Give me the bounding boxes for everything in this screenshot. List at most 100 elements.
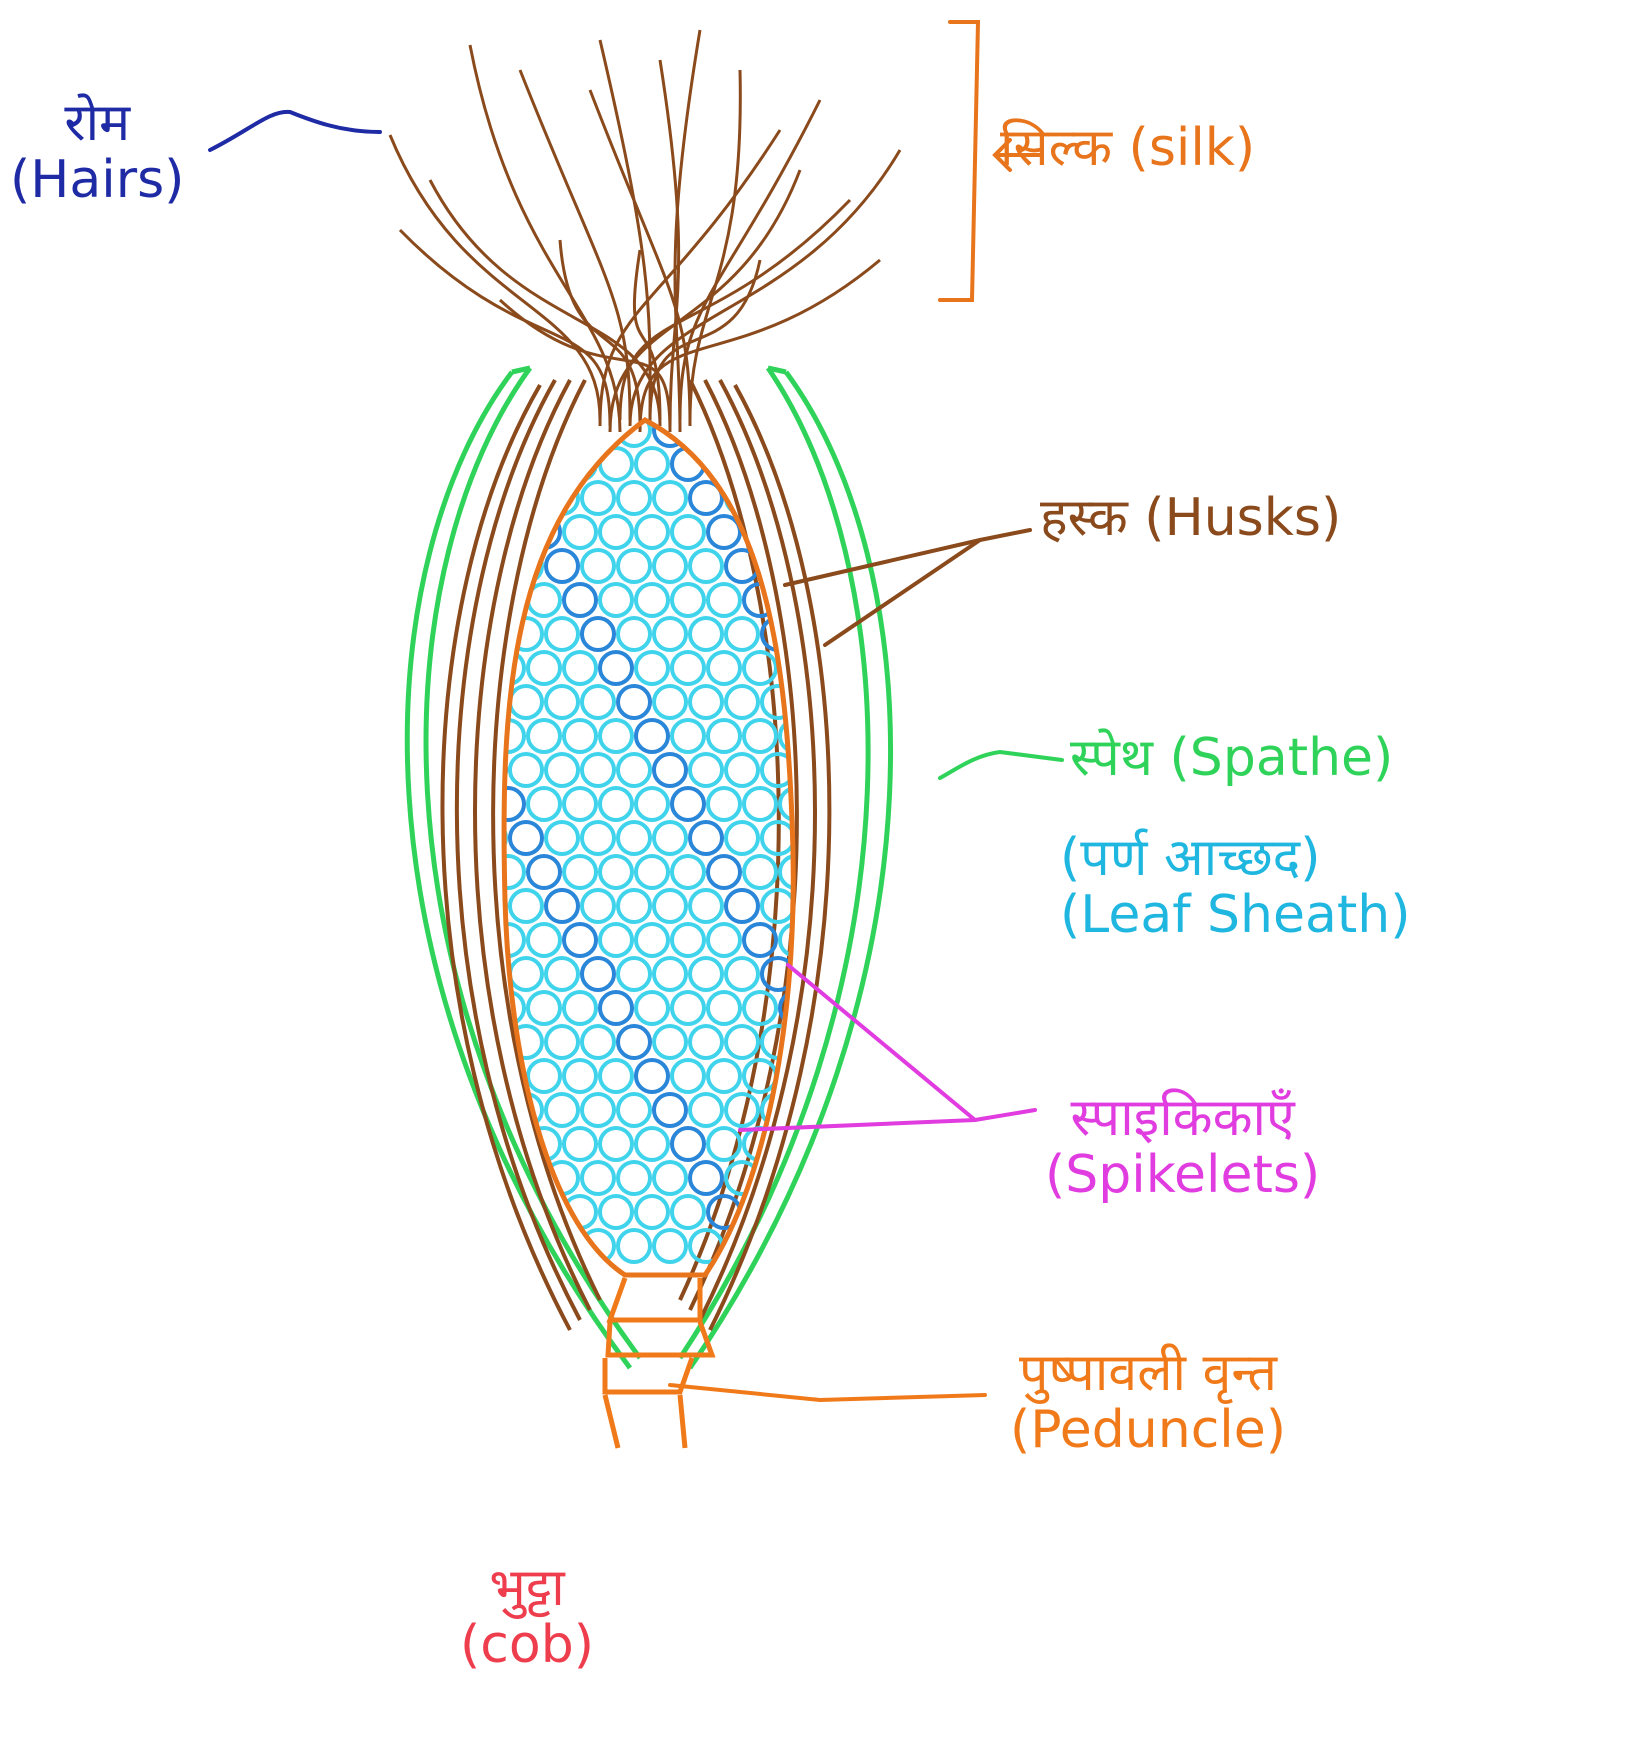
kernel xyxy=(742,854,778,890)
silk-hair xyxy=(658,59,681,427)
kernel xyxy=(634,1126,670,1162)
kernel xyxy=(508,684,544,720)
kernel xyxy=(688,956,724,992)
kernel xyxy=(688,616,724,652)
kernel xyxy=(760,420,794,448)
kernel xyxy=(634,446,670,482)
spikelets-pointer-2 xyxy=(738,1118,977,1132)
kernels xyxy=(504,420,794,1264)
kernel xyxy=(598,718,634,754)
label-peduncle-hi: पुष्पावली वृन्त xyxy=(1019,1343,1278,1403)
kernel xyxy=(652,616,688,652)
kernel xyxy=(616,480,652,516)
kernel xyxy=(526,786,562,822)
kernel xyxy=(724,684,760,720)
kernel xyxy=(652,1160,688,1196)
kernel xyxy=(778,786,794,822)
kernel xyxy=(616,1092,652,1128)
kernel xyxy=(508,956,544,992)
kernel xyxy=(526,854,562,890)
kernel xyxy=(670,922,706,958)
kernel xyxy=(526,718,562,754)
kernel xyxy=(544,684,580,720)
silk-hair xyxy=(638,258,881,433)
kernel xyxy=(616,684,652,720)
kernel xyxy=(634,922,670,958)
kernel xyxy=(724,1092,760,1128)
kernel xyxy=(580,752,616,788)
kernel xyxy=(634,990,670,1026)
kernel xyxy=(598,990,634,1026)
kernel xyxy=(670,1126,706,1162)
kernel xyxy=(670,854,706,890)
kernel xyxy=(760,888,794,924)
kernel xyxy=(724,956,760,992)
kernel xyxy=(616,956,652,992)
kernel xyxy=(760,820,794,856)
kernel xyxy=(760,956,794,992)
kernel xyxy=(562,1126,598,1162)
husks-pointer-1 xyxy=(783,528,1032,587)
label-hairs: रोम (Hairs) xyxy=(10,93,184,209)
kernel xyxy=(652,684,688,720)
peduncle-pointer xyxy=(668,1383,987,1403)
kernel xyxy=(742,650,778,686)
label-leaf-sheath: (पर्ण आच्छद) (Leaf Sheath) xyxy=(1060,828,1411,944)
kernel xyxy=(562,718,598,754)
kernel xyxy=(724,1024,760,1060)
kernel xyxy=(688,1024,724,1060)
silk-hair xyxy=(598,39,652,433)
silk-hair xyxy=(673,29,702,433)
kernel xyxy=(706,718,742,754)
kernel xyxy=(670,990,706,1026)
kernel xyxy=(504,752,508,788)
label-cob-hi: भुट्टा xyxy=(489,1558,565,1618)
label-silk-text: सिल्क (silk) xyxy=(1000,118,1256,178)
kernel xyxy=(634,1058,670,1094)
hairs-pointer xyxy=(208,109,382,152)
kernel xyxy=(580,684,616,720)
kernel xyxy=(670,786,706,822)
kernel xyxy=(760,684,794,720)
silk-hair xyxy=(632,249,662,421)
kernel xyxy=(616,752,652,788)
kernel xyxy=(652,1024,688,1060)
silk-hair xyxy=(498,298,672,433)
kernel xyxy=(562,514,598,550)
kernel xyxy=(688,820,724,856)
kernel xyxy=(778,854,794,890)
kernel xyxy=(778,446,794,482)
label-hairs-hi: रोम xyxy=(64,93,131,153)
kernel xyxy=(562,650,598,686)
kernel xyxy=(670,1194,706,1230)
kernel xyxy=(742,786,778,822)
kernel xyxy=(504,854,526,890)
husks-pointer-2 xyxy=(823,538,982,647)
kernel xyxy=(616,616,652,652)
silk-hair xyxy=(388,134,602,421)
kernel xyxy=(778,718,794,754)
kernel xyxy=(670,582,706,618)
kernel xyxy=(724,752,760,788)
kernel xyxy=(508,820,544,856)
kernel xyxy=(724,820,760,856)
kernel xyxy=(706,650,742,686)
kernel xyxy=(544,548,580,584)
kernel xyxy=(688,684,724,720)
label-leaf-sheath-gu: (पर्ण आच्छद) xyxy=(1060,828,1321,888)
kernel xyxy=(616,820,652,856)
kernel xyxy=(670,650,706,686)
kernel xyxy=(526,650,562,686)
kernel xyxy=(778,922,794,958)
kernel xyxy=(562,786,598,822)
kernel xyxy=(580,1160,616,1196)
kernel xyxy=(544,956,580,992)
kernel xyxy=(504,786,526,822)
kernel xyxy=(652,1092,688,1128)
kernel xyxy=(706,1058,742,1094)
kernel xyxy=(724,616,760,652)
kernel xyxy=(598,1058,634,1094)
label-spathe: स्पेथ (Spathe) xyxy=(1070,729,1393,787)
kernel xyxy=(504,820,508,856)
kernel xyxy=(580,1024,616,1060)
